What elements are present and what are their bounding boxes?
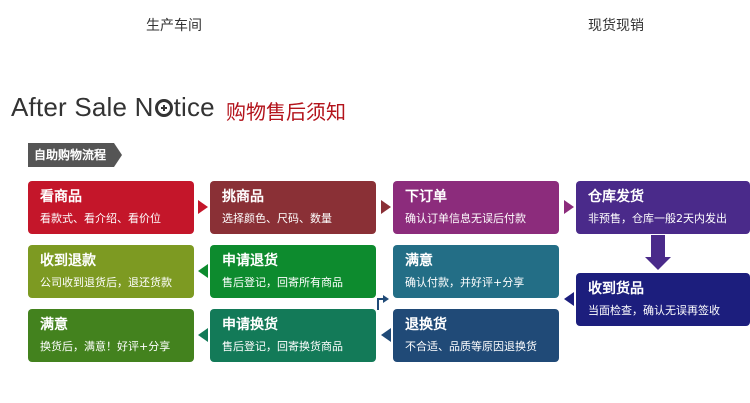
- tab-spot-sales[interactable]: 现货现销: [588, 18, 644, 34]
- step-desc: 确认付款，并好评+分享: [405, 276, 525, 289]
- step-pick-product: 挑商品 选择颜色、尺码、数量: [210, 181, 376, 234]
- step-title: 申请换货: [222, 317, 278, 333]
- arrow-down-shaft: [651, 235, 665, 257]
- step-title: 收到退款: [40, 253, 96, 269]
- tab-production-workshop[interactable]: 生产车间: [146, 18, 202, 34]
- title-en-part2: tice: [173, 92, 215, 122]
- step-warehouse-ship: 仓库发货 非预售，仓库一般2天内发出: [576, 181, 750, 234]
- step-title: 收到货品: [588, 281, 644, 297]
- step-desc: 不合适、品质等原因退换货: [405, 340, 537, 353]
- arrow-left-icon: [381, 328, 391, 342]
- arrow-left-icon: [564, 292, 574, 306]
- step-desc: 确认订单信息无误后付款: [405, 212, 526, 225]
- step-desc: 选择颜色、尺码、数量: [222, 212, 332, 225]
- step-apply-refund: 申请退货 售后登记，回寄所有商品: [210, 245, 376, 298]
- step-title: 退换货: [405, 317, 447, 333]
- step-satisfied-after-exchange: 满意 换货后，满意！好评+分享: [28, 309, 194, 362]
- arrow-left-icon: [198, 264, 208, 278]
- step-title: 看商品: [40, 189, 82, 205]
- step-view-product: 看商品 看款式、看介绍、看价位: [28, 181, 194, 234]
- step-refund-received: 收到退款 公司收到退货后，退还货款: [28, 245, 194, 298]
- step-desc: 换货后，满意！好评+分享: [40, 340, 171, 353]
- arrow-right-icon: [381, 200, 391, 214]
- arrow-right-icon: [198, 200, 208, 214]
- step-satisfied: 满意 确认付款，并好评+分享: [393, 245, 559, 298]
- arrow-right-icon: [564, 200, 574, 214]
- branch-arrow-icon: [383, 295, 389, 303]
- step-title: 满意: [405, 253, 433, 269]
- step-desc: 看款式、看介绍、看价位: [40, 212, 161, 225]
- step-desc: 售后登记，回寄所有商品: [222, 276, 343, 289]
- page-title-english: After Sale N tice: [11, 92, 215, 123]
- section-tag: 自助购物流程: [28, 143, 122, 167]
- step-desc: 售后登记，回寄换货商品: [222, 340, 343, 353]
- step-title: 下订单: [405, 189, 447, 205]
- step-desc: 公司收到退货后，退还货款: [40, 276, 172, 289]
- step-desc: 非预售，仓库一般2天内发出: [588, 212, 727, 225]
- step-title: 仓库发货: [588, 189, 644, 205]
- step-place-order: 下订单 确认订单信息无误后付款: [393, 181, 559, 234]
- page-title-chinese: 购物售后须知: [226, 100, 346, 124]
- step-apply-exchange: 申请换货 售后登记，回寄换货商品: [210, 309, 376, 362]
- step-title: 挑商品: [222, 189, 264, 205]
- step-title: 申请退货: [222, 253, 278, 269]
- arrow-left-icon: [198, 328, 208, 342]
- arrow-down-icon: [645, 257, 671, 270]
- step-receive-goods: 收到货品 当面检查，确认无误再签收: [576, 273, 750, 326]
- step-title: 满意: [40, 317, 68, 333]
- title-en-part1: After Sale N: [11, 92, 154, 122]
- plus-circle-icon: [154, 99, 173, 118]
- step-return-exchange: 退换货 不合适、品质等原因退换货: [393, 309, 559, 362]
- step-desc: 当面检查，确认无误再签收: [588, 304, 720, 317]
- branch-connector: [377, 298, 385, 310]
